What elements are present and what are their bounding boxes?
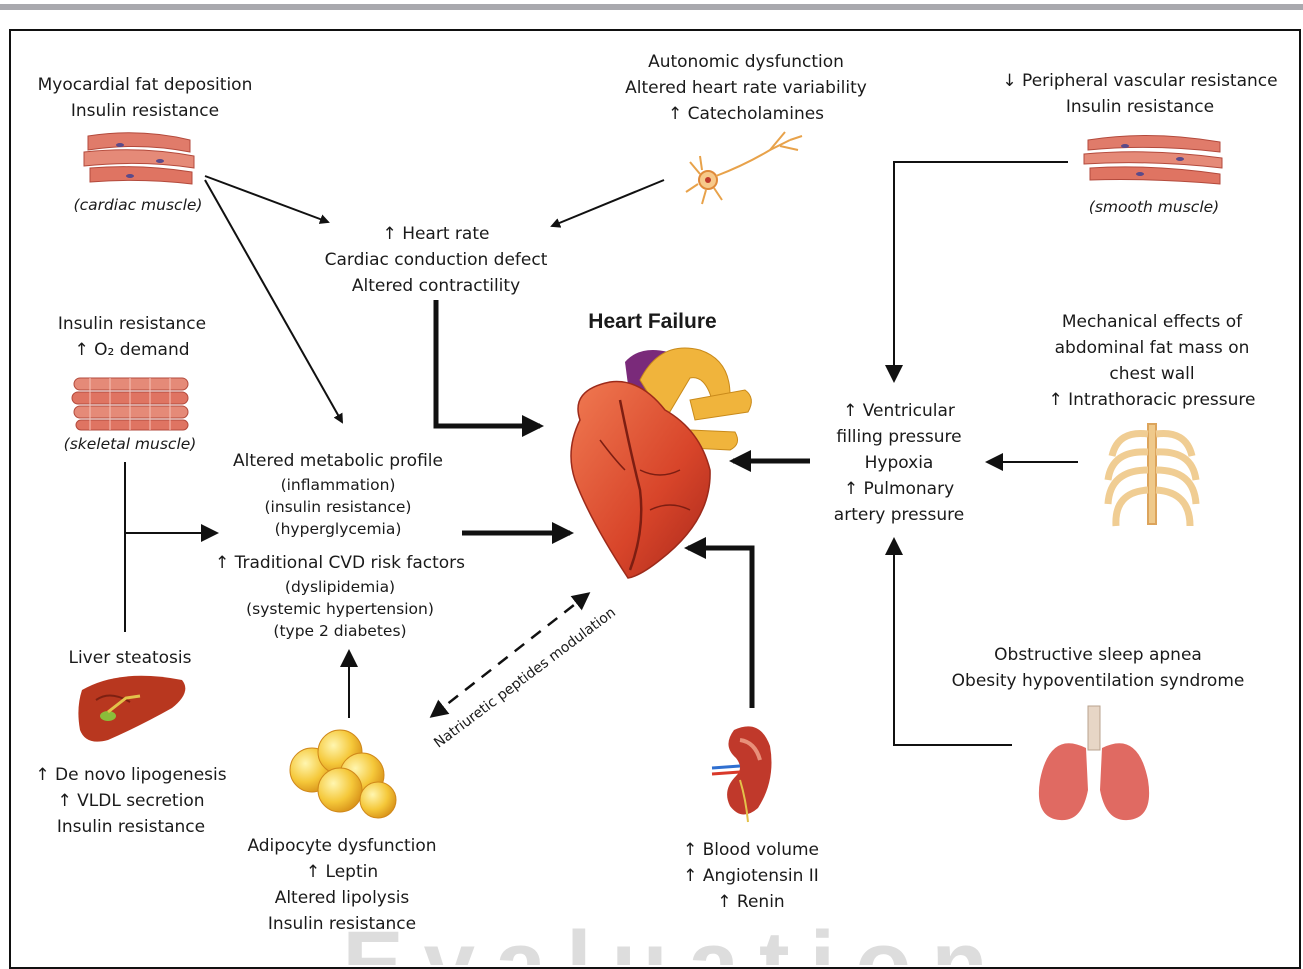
lungs-icon — [1038, 705, 1150, 821]
label-line: chest wall — [1109, 364, 1195, 384]
label-line: (insulin resistance) — [264, 498, 412, 516]
arrow-neuron-to-heartrate — [550, 179, 665, 228]
label-line: ↑ Intrathoracic pressure — [1048, 390, 1256, 410]
rib-cage-icon — [1104, 423, 1200, 527]
heart-illustration — [570, 347, 752, 579]
label-line: Insulin resistance — [57, 314, 207, 334]
label-line: ↑ Ventricular — [843, 401, 955, 421]
adipocyte-label: Adipocyte dysfunction ↑ Leptin Altered l… — [232, 833, 452, 937]
liver-title-label: Liver steatosis — [40, 645, 220, 671]
label-line: ↑ O₂ demand — [74, 340, 190, 360]
kidney-label: ↑ Blood volume ↑ Angiotensin II ↑ Renin — [660, 837, 842, 915]
label-line: Altered heart rate variability — [625, 78, 867, 98]
heart-rate-label: ↑ Heart rate Cardiac conduction defect A… — [305, 221, 567, 299]
label-line: ↓ Peripheral vascular resistance — [1002, 71, 1278, 91]
label-line: (hyperglycemia) — [274, 520, 402, 538]
label-line: ↑ Heart rate — [382, 224, 490, 244]
label-line: Adipocyte dysfunction — [247, 836, 437, 856]
label-line: ↑ VLDL secretion — [57, 791, 205, 811]
label-line: ↑ Traditional CVD risk factors — [214, 553, 466, 573]
label-line: filling pressure — [836, 427, 962, 447]
label-line: (inflammation) — [280, 476, 396, 494]
skeletal-label: Insulin resistance ↑ O₂ demand — [32, 311, 232, 363]
cvd-label: ↑ Traditional CVD risk factors (dyslipid… — [200, 550, 480, 642]
label-line: (type 2 diabetes) — [273, 622, 407, 640]
vascular-label: ↓ Peripheral vascular resistance Insulin… — [990, 68, 1290, 120]
apnea-label: Obstructive sleep apnea Obesity hypovent… — [940, 642, 1256, 694]
vascular-caption: (smooth muscle) — [1088, 198, 1220, 216]
skeletal-muscle-icon — [71, 377, 189, 431]
kidney-icon — [711, 726, 772, 823]
arrow-lungs-to-ventricular — [885, 537, 1012, 746]
label-line: ↑ De novo lipogenesis — [35, 765, 227, 785]
cardiac-label: Myocardial fat deposition Insulin resist… — [20, 72, 270, 124]
skeletal-caption: (skeletal muscle) — [63, 435, 197, 453]
label-line: (systemic hypertension) — [246, 600, 434, 618]
label-line: abdominal fat mass on — [1054, 338, 1250, 358]
ventricular-label: ↑ Ventricular filling pressure Hypoxia ↑… — [818, 398, 980, 528]
arrows — [124, 161, 1078, 746]
label-line: Obstructive sleep apnea — [994, 645, 1202, 665]
arrow-cardiac-to-metabolic — [204, 179, 343, 424]
label-line: ↑ Angiotensin II — [683, 866, 819, 886]
label-line: Altered metabolic profile — [233, 451, 443, 471]
label-line: Insulin resistance — [70, 101, 220, 121]
smooth-muscle-icon — [1083, 134, 1223, 185]
arrow-cardiac-to-heartrate — [204, 175, 330, 224]
label-line: Mechanical effects of — [1061, 312, 1243, 332]
label-line: Myocardial fat deposition — [37, 75, 253, 95]
arrow-kidney-to-heart — [684, 537, 755, 708]
label-line: Insulin resistance — [1065, 97, 1215, 117]
label-line: ↑ Pulmonary — [843, 479, 955, 499]
label-line: ↑ Blood volume — [682, 840, 819, 860]
label-line: ↑ Leptin — [305, 862, 379, 882]
fat-cells-icon — [289, 729, 397, 819]
liver-label: ↑ De novo lipogenesis ↑ VLDL secretion I… — [20, 762, 242, 840]
cardiac-muscle-icon — [83, 132, 195, 185]
label-line: (dyslipidemia) — [284, 578, 396, 596]
heart-failure-title: Heart Failure — [588, 310, 717, 333]
label-line: Obesity hypoventilation syndrome — [951, 671, 1245, 691]
arrow-heartrate-to-heart — [433, 300, 544, 437]
mechanical-label: Mechanical effects of abdominal fat mass… — [1030, 309, 1274, 413]
arrow-vascular-to-ventricular — [885, 161, 1068, 383]
label-line: Altered lipolysis — [274, 888, 410, 908]
label-line: Insulin resistance — [56, 817, 206, 837]
cardiac-caption: (cardiac muscle) — [73, 196, 203, 214]
label-line: Cardiac conduction defect — [324, 250, 548, 270]
label-line: ↑ Renin — [717, 892, 785, 912]
label-line: artery pressure — [833, 505, 965, 525]
label-line: Insulin resistance — [267, 914, 417, 934]
autonomic-label: Autonomic dysfunction Altered heart rate… — [606, 49, 886, 127]
label-line: Altered contractility — [351, 276, 521, 296]
top-divider-bar — [0, 4, 1303, 10]
metabolic-label: Altered metabolic profile (inflammation)… — [218, 448, 458, 540]
label-line: ↑ Catecholamines — [667, 104, 825, 124]
neuron-icon — [685, 131, 803, 205]
label-line: Hypoxia — [864, 453, 934, 473]
label-line: Liver steatosis — [68, 648, 192, 668]
liver-icon — [78, 675, 186, 742]
label-line: Autonomic dysfunction — [648, 52, 844, 72]
